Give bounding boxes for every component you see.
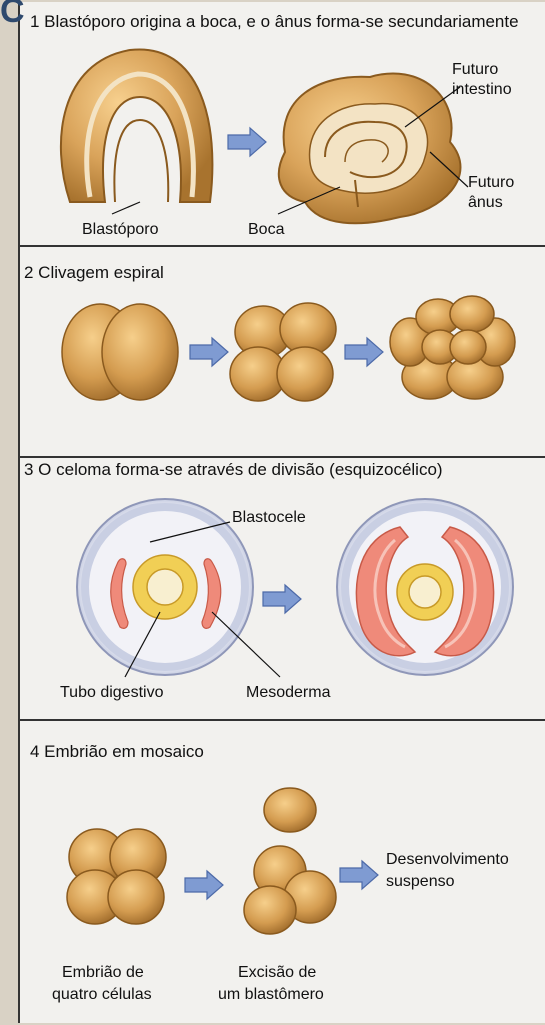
label-excision: Excisão de um blastômero — [218, 964, 324, 1003]
three-cell-embryo — [244, 846, 336, 934]
label-mesoderm: Mesoderma — [246, 684, 331, 701]
label-future-gut-line1: Futuro — [452, 61, 498, 78]
corner-glyph: C — [0, 0, 25, 31]
excised-blastomere — [264, 788, 316, 832]
label-future-gut-line2: intestino — [452, 81, 512, 98]
label-future-anus-line2: ânus — [468, 194, 503, 211]
two-cell-embryo — [62, 304, 178, 400]
label-excision-line2: um blastômero — [218, 986, 324, 1003]
four-cell-mosaic-embryo — [67, 829, 166, 924]
label-suspended: Desenvolvimento suspenso — [386, 851, 513, 890]
label-mouth: Boca — [248, 221, 285, 238]
label-blastocoel: Blastocele — [232, 509, 306, 526]
label-suspended-line1: Desenvolvimento — [386, 851, 509, 868]
arrow-5 — [185, 871, 223, 899]
label-future-anus: Futuro ânus — [468, 174, 519, 211]
section-3-title: 3 O celoma forma-se através de divisão (… — [24, 460, 443, 479]
arrow-2 — [190, 338, 228, 366]
label-four-cell-line2: quatro células — [52, 986, 152, 1003]
label-excision-line1: Excisão de — [238, 964, 316, 981]
arrow-3 — [345, 338, 383, 366]
gastrula-blastopore-illustration — [61, 49, 213, 202]
section-4-title: 4 Embrião em mosaico — [30, 742, 204, 761]
schizocoely-stage-1 — [77, 499, 253, 675]
embryology-figure: 1 Blastóporo origina a boca, e o ânus fo… — [18, 2, 545, 1023]
section-1: 1 Blastóporo origina a boca, e o ânus fo… — [30, 12, 519, 238]
label-gut-tube: Tubo digestivo — [60, 684, 164, 701]
label-future-anus-line1: Futuro — [468, 174, 514, 191]
label-four-cell-embryo: Embrião de quatro células — [52, 964, 152, 1003]
label-suspended-line2: suspenso — [386, 873, 455, 890]
label-four-cell-line1: Embrião de — [62, 964, 144, 981]
arrow-6 — [340, 861, 378, 889]
label-future-gut: Futuro intestino — [452, 61, 512, 98]
four-cell-spiral-embryo — [230, 303, 336, 401]
section-2-title: 2 Clivagem espiral — [24, 263, 164, 282]
section-3: 3 O celoma forma-se através de divisão (… — [24, 460, 513, 701]
eight-cell-spiral-embryo — [390, 296, 515, 399]
arrow-1 — [228, 128, 266, 156]
schizocoely-stage-2 — [337, 499, 513, 675]
arrow-4 — [263, 585, 301, 613]
gastrula-mouth-anus-illustration — [279, 73, 461, 223]
section-4: 4 Embrião em mosaico Embrião de quatro c… — [30, 742, 513, 1003]
label-blastopore: Blastóporo — [82, 221, 159, 238]
section-1-title: 1 Blastóporo origina a boca, e o ânus fo… — [30, 12, 519, 31]
section-2: 2 Clivagem espiral — [24, 263, 515, 401]
